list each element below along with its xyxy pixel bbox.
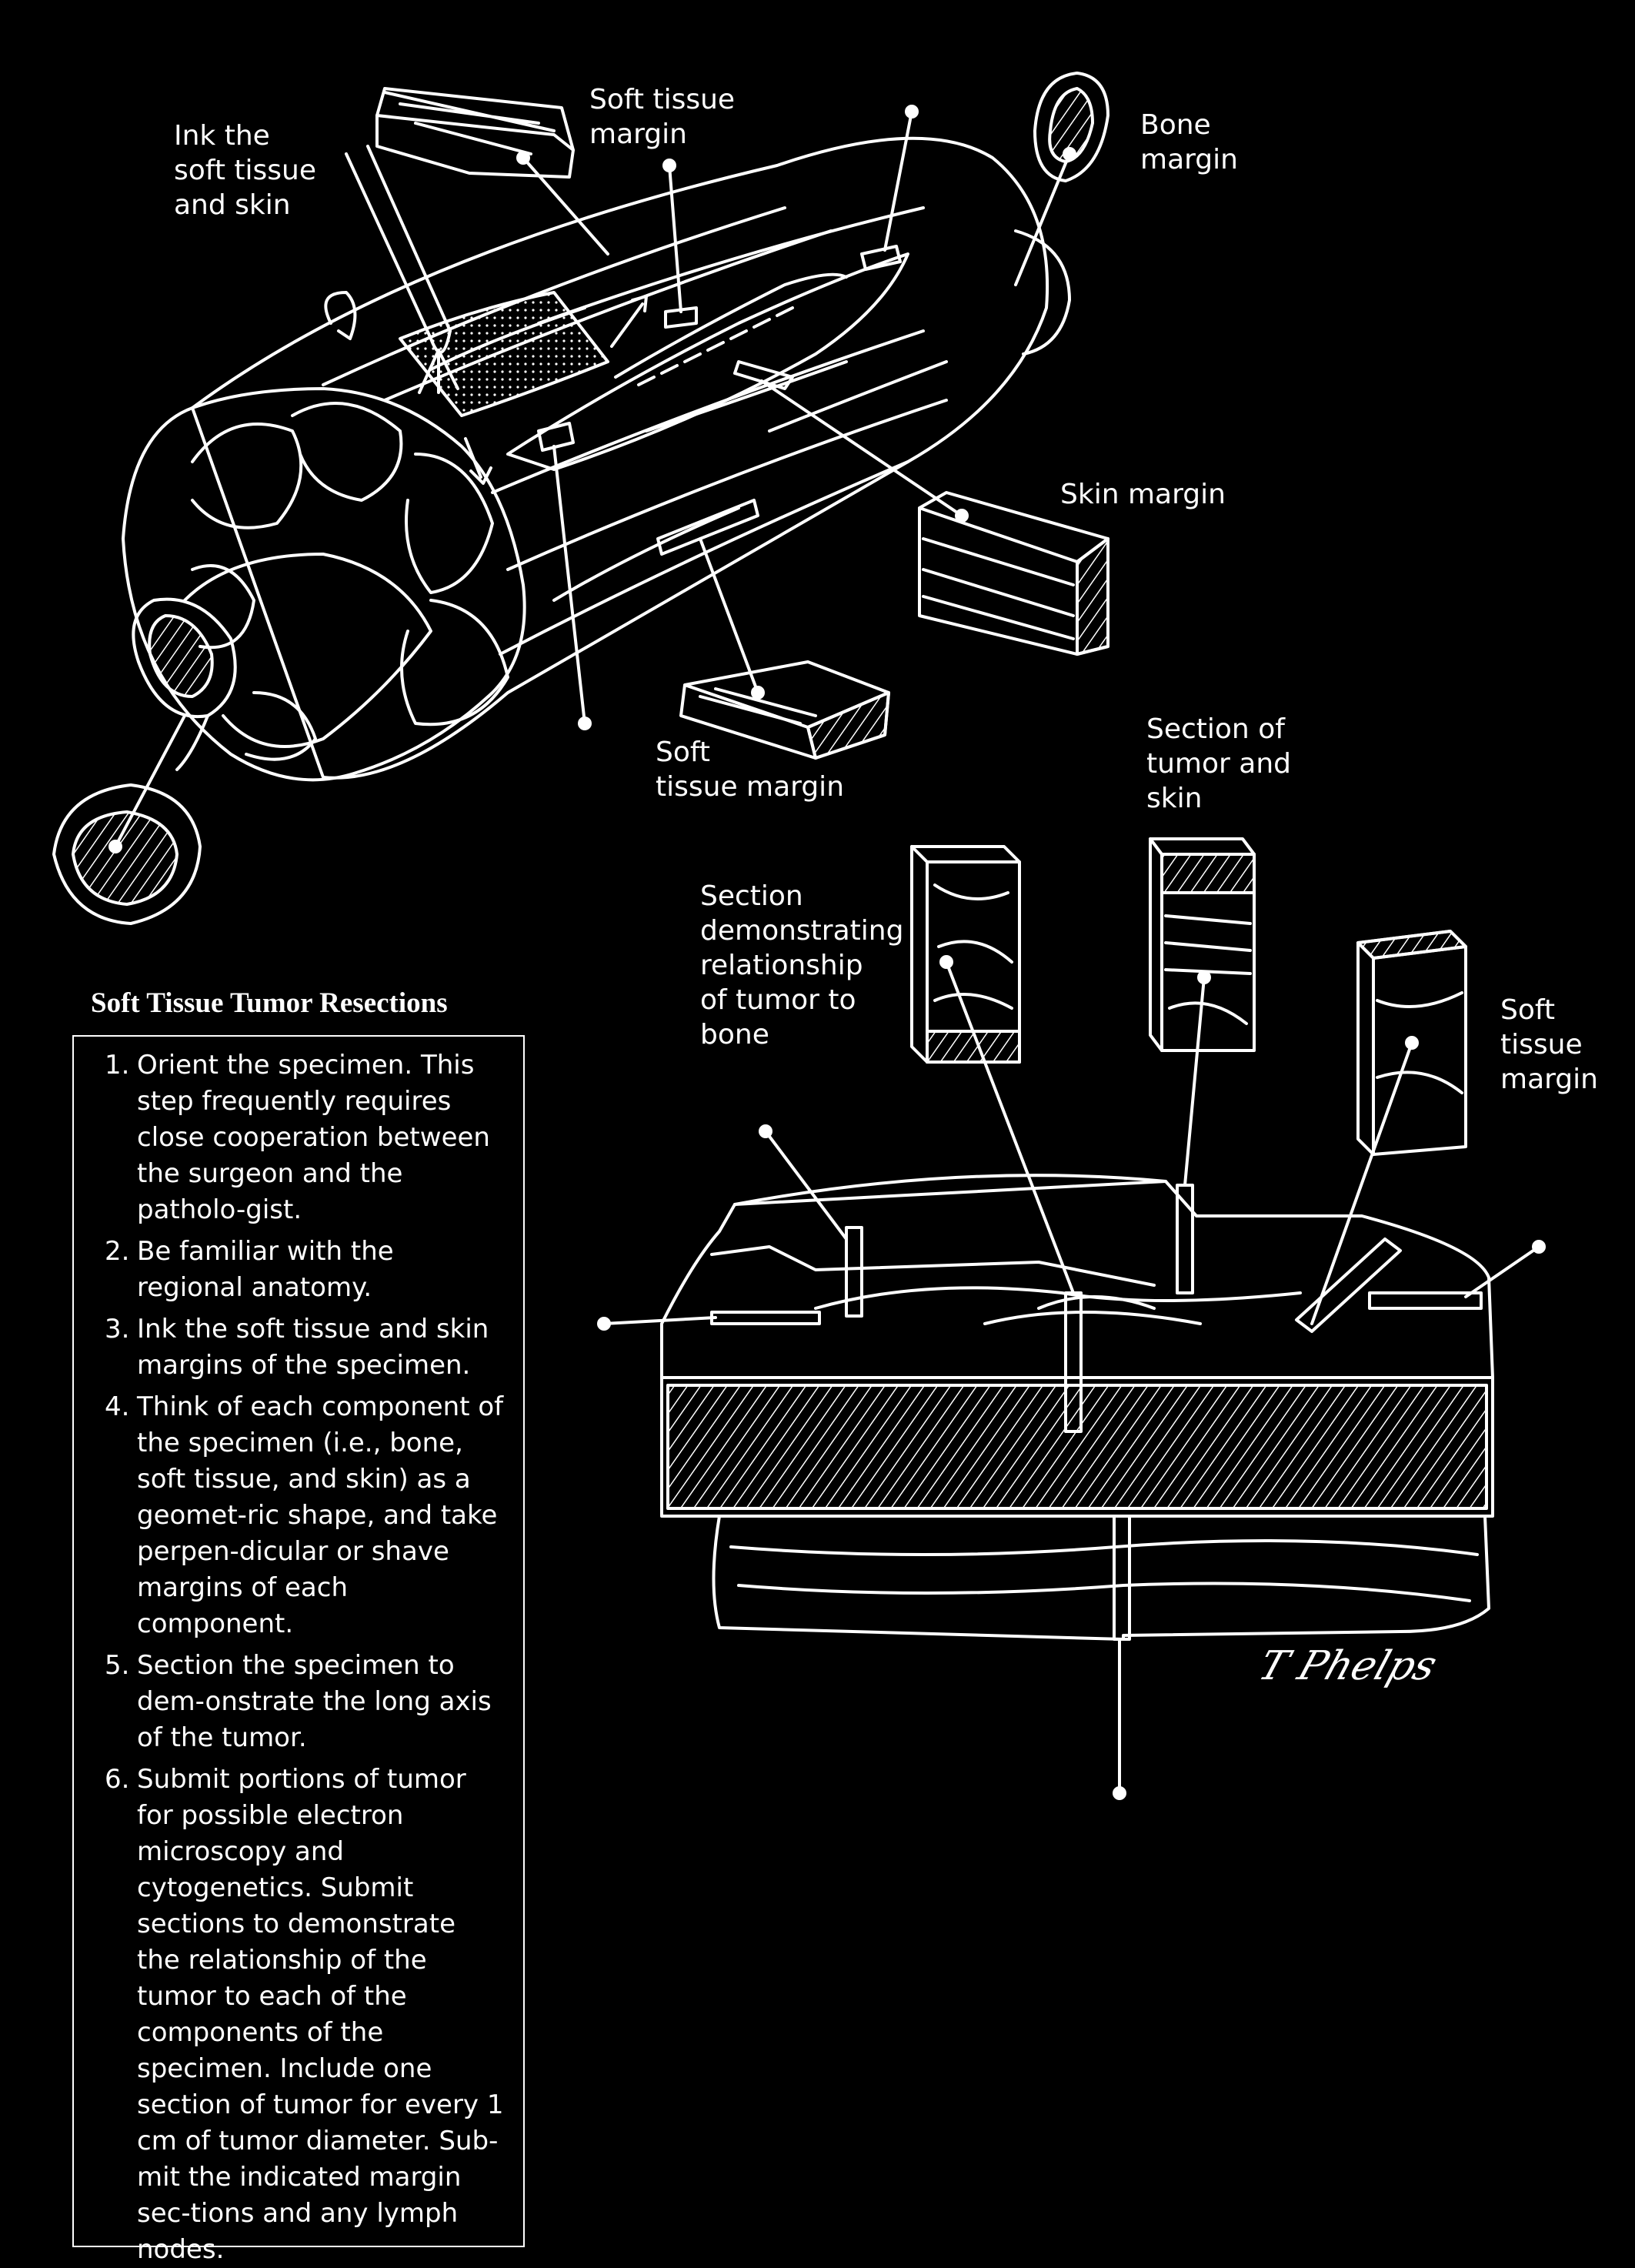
step-text: Think of each component of the specimen … bbox=[137, 1391, 503, 1639]
step-text: Submit portions of tumor for possible el… bbox=[137, 1764, 503, 2265]
step-text: Be familiar with the regional anatomy. bbox=[137, 1236, 394, 1303]
label-ink-soft-tissue-skin: Ink the soft tissue and skin bbox=[174, 119, 316, 222]
label-skin-margin: Skin margin bbox=[1060, 477, 1226, 512]
label-soft-tissue-margin-right: Soft tissue margin bbox=[1500, 993, 1598, 1097]
label-bone-margin: Bone margin bbox=[1140, 108, 1238, 177]
step-item: 3.Ink the soft tissue and skin margins o… bbox=[105, 1311, 506, 1384]
panel-title: Soft Tissue Tumor Resections bbox=[91, 987, 506, 1020]
step-item: 2.Be familiar with the regional anatomy. bbox=[105, 1234, 506, 1306]
step-text: Orient the specimen. This step frequentl… bbox=[137, 1050, 490, 1225]
step-number: 3. bbox=[105, 1311, 129, 1348]
steps-list: 1.Orient the specimen. This step frequen… bbox=[105, 1047, 506, 2268]
step-number: 5. bbox=[105, 1648, 129, 1684]
label-soft-tissue-margin-top: Soft tissue margin bbox=[589, 82, 735, 152]
step-item: 1.Orient the specimen. This step frequen… bbox=[105, 1047, 506, 1228]
step-text: Ink the soft tissue and skin margins of … bbox=[137, 1314, 489, 1381]
step-item: 5.Section the specimen to dem-onstrate t… bbox=[105, 1648, 506, 1756]
label-section-tumor-bone: Section demonstrating relationship of tu… bbox=[700, 879, 903, 1052]
step-number: 4. bbox=[105, 1389, 129, 1425]
label-section-tumor-skin: Section of tumor and skin bbox=[1146, 712, 1291, 816]
step-number: 1. bbox=[105, 1047, 129, 1084]
step-number: 6. bbox=[105, 1762, 129, 1798]
label-soft-tissue-margin-bottom: Soft tissue margin bbox=[656, 735, 844, 804]
step-text: Section the specimen to dem-onstrate the… bbox=[137, 1650, 492, 1753]
steps-panel: 1.Orient the specimen. This step frequen… bbox=[72, 1035, 525, 2247]
step-item: 6.Submit portions of tumor for possible … bbox=[105, 1762, 506, 2268]
step-item: 4.Think of each component of the specime… bbox=[105, 1389, 506, 1642]
step-number: 2. bbox=[105, 1234, 129, 1270]
artist-signature: T Phelps bbox=[1253, 1643, 1443, 1689]
